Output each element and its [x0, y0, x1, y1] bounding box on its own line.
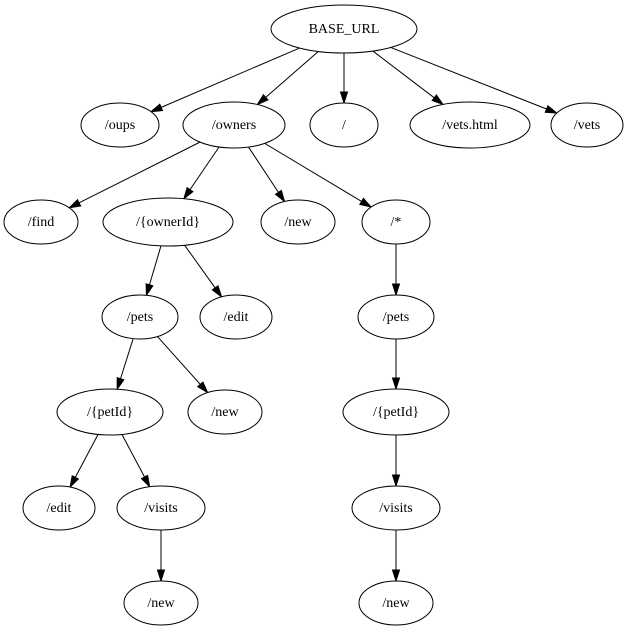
node-shape-base_url[interactable] — [270, 4, 418, 54]
node-shape-pets_new_left[interactable] — [187, 389, 263, 435]
node-pet_edit[interactable]: /edit — [22, 485, 96, 531]
edge-owner_id-to-owner_edit — [184, 244, 216, 289]
arrowhead-base_url-to-oups — [149, 103, 164, 113]
node-visits_new_left[interactable]: /new — [123, 580, 199, 626]
arrowhead-star-to-pets_right — [391, 283, 401, 297]
node-visits_right[interactable]: /visits — [351, 485, 441, 531]
arrowhead-owners-to-owners_new — [274, 189, 286, 203]
node-pets_new_left[interactable]: /new — [187, 389, 263, 435]
edges-layer — [67, 46, 559, 583]
arrowhead-owners-to-owner_id — [182, 186, 194, 201]
arrowhead-base_url-to-vets_html — [431, 94, 445, 106]
arrowhead-pets_left-to-pet_id_left — [116, 376, 125, 391]
edge-pets_left-to-pet_id_left — [120, 338, 134, 379]
arrowhead-visits_left-to-visits_new_left — [156, 569, 166, 583]
node-shape-owner_id[interactable] — [102, 197, 234, 247]
arrowhead-owner_id-to-owner_edit — [211, 285, 223, 299]
node-pets_left[interactable]: /pets — [101, 294, 179, 340]
node-base_url[interactable]: BASE_URL — [270, 4, 418, 54]
nodes-layer: BASE_URL/oups/owners / /vets.html/vets/fin… — [3, 4, 624, 626]
node-shape-visits_new_right[interactable] — [358, 580, 434, 626]
node-vets_html[interactable]: /vets.html — [409, 101, 531, 149]
node-shape-find[interactable] — [3, 199, 79, 245]
arrowhead-base_url-to-root_slash — [339, 91, 349, 105]
node-owners[interactable]: /owners — [182, 101, 286, 149]
node-shape-visits_left[interactable] — [116, 485, 206, 531]
arrowhead-pet_id_left-to-pet_edit — [69, 474, 80, 489]
arrowhead-base_url-to-owners — [256, 93, 269, 106]
arrowhead-owners-to-star — [359, 197, 373, 208]
node-oups[interactable]: /oups — [80, 102, 160, 148]
node-owners_new[interactable]: /new — [260, 199, 336, 245]
node-visits_left[interactable]: /visits — [116, 485, 206, 531]
node-vets[interactable]: /vets — [550, 102, 624, 148]
edge-owner_id-to-pets_left — [149, 245, 162, 285]
arrowhead-pet_id_left-to-visits_left — [140, 474, 151, 489]
edge-owners-to-find — [78, 141, 201, 204]
arrowhead-pets_left-to-pets_new_left — [196, 381, 209, 394]
node-root_slash[interactable]: / — [309, 102, 379, 148]
node-shape-owners[interactable] — [182, 101, 286, 149]
edge-owners-to-owner_id — [189, 146, 220, 190]
edge-pet_id_left-to-visits_left — [121, 434, 145, 478]
node-owner_id[interactable]: /{ownerId} — [102, 197, 234, 247]
node-pet_id_left[interactable]: /{petId} — [56, 388, 164, 436]
arrowhead-owner_id-to-pets_left — [145, 283, 154, 297]
node-shape-oups[interactable] — [80, 102, 160, 148]
node-shape-vets_html[interactable] — [409, 101, 531, 149]
edge-base_url-to-owners — [265, 51, 319, 98]
arrowhead-owners-to-find — [67, 198, 82, 209]
node-shape-pet_edit[interactable] — [22, 485, 96, 531]
edge-base_url-to-oups — [160, 47, 300, 108]
edge-base_url-to-vets — [390, 46, 547, 110]
node-star[interactable]: /* — [361, 199, 431, 245]
node-shape-visits_new_left[interactable] — [123, 580, 199, 626]
node-pet_id_right[interactable]: /{petId} — [342, 388, 450, 436]
node-shape-root_slash[interactable] — [309, 102, 379, 148]
edge-owners-to-star — [264, 142, 362, 202]
node-shape-pets_left[interactable] — [101, 294, 179, 340]
node-find[interactable]: /find — [3, 199, 79, 245]
node-shape-visits_right[interactable] — [351, 485, 441, 531]
node-owner_edit[interactable]: /edit — [199, 294, 273, 340]
node-pets_right[interactable]: /pets — [357, 294, 435, 340]
node-shape-vets[interactable] — [550, 102, 624, 148]
node-shape-pet_id_left[interactable] — [56, 388, 164, 436]
node-shape-pet_id_right[interactable] — [342, 388, 450, 436]
node-visits_new_right[interactable]: /new — [358, 580, 434, 626]
arrowhead-base_url-to-vets — [544, 104, 559, 114]
node-shape-owner_edit[interactable] — [199, 294, 273, 340]
edge-pets_left-to-pets_new_left — [157, 336, 201, 385]
node-shape-owners_new[interactable] — [260, 199, 336, 245]
edge-owners-to-owners_new — [248, 146, 279, 193]
arrowhead-visits_right-to-visits_new_right — [391, 569, 401, 583]
arrowhead-pets_right-to-pet_id_right — [391, 377, 401, 391]
node-shape-star[interactable] — [361, 199, 431, 245]
edge-base_url-to-vets_html — [372, 50, 435, 99]
node-shape-pets_right[interactable] — [357, 294, 435, 340]
edge-pet_id_left-to-pet_edit — [74, 434, 99, 478]
arrowhead-pet_id_right-to-visits_right — [391, 474, 401, 488]
